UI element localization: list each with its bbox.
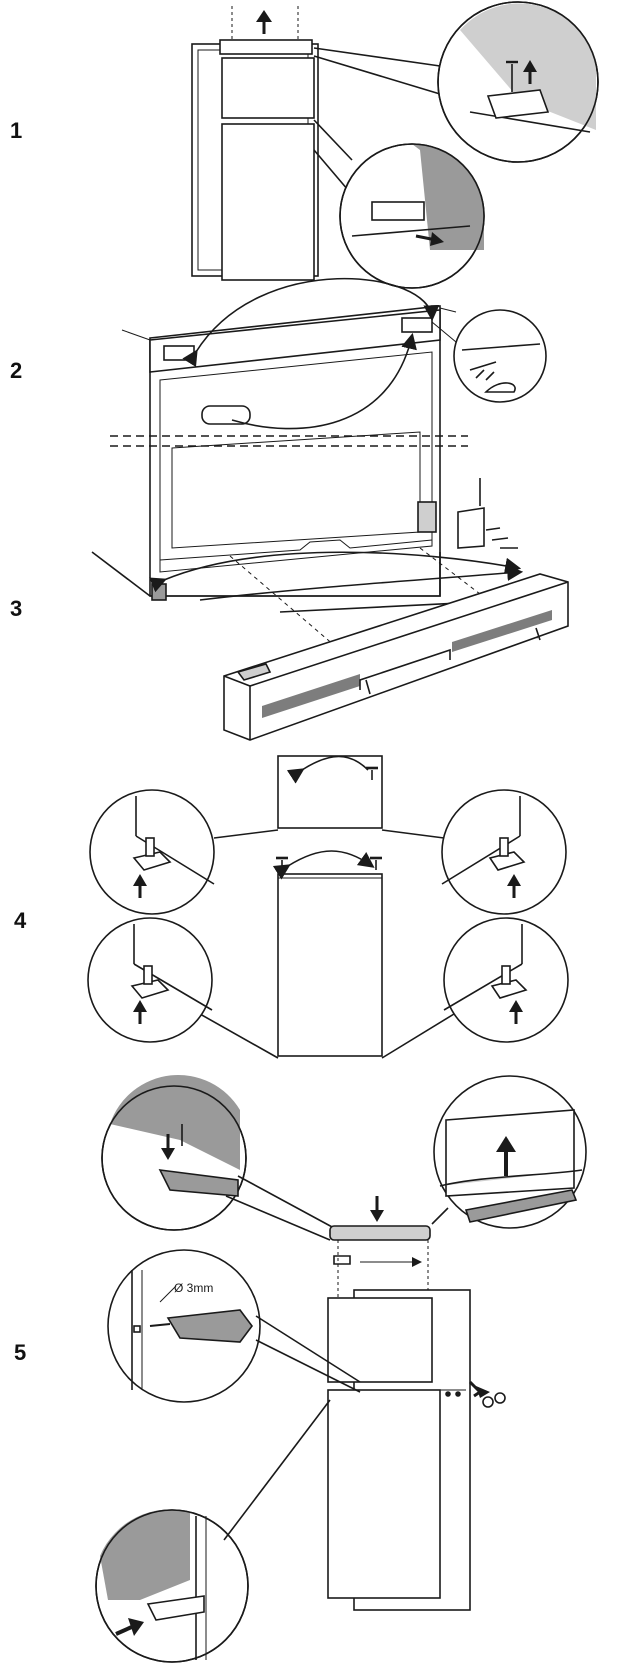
screw-icon bbox=[276, 856, 382, 870]
step-number-4: 4 bbox=[14, 908, 27, 933]
drill-size-label: Ø 3mm bbox=[174, 1281, 213, 1295]
step-number-3: 3 bbox=[10, 596, 23, 621]
arrow-up-icon bbox=[133, 1000, 147, 1024]
screw-icon bbox=[506, 60, 518, 92]
arrow-up-icon bbox=[523, 60, 537, 84]
step-5-figure: Ø 3mm bbox=[95, 1074, 587, 1663]
step-2-3-figure bbox=[91, 277, 569, 741]
detail-circle-5-bottom bbox=[95, 1509, 249, 1663]
detail-circle-drill bbox=[107, 1249, 261, 1403]
arrow-right-icon bbox=[468, 1380, 490, 1398]
step-number-5: 5 bbox=[14, 1340, 27, 1365]
detail-circle-top-hinge bbox=[437, 1, 599, 163]
screw-icon bbox=[475, 369, 495, 381]
step-number-1: 1 bbox=[10, 118, 23, 143]
arrow-up-icon bbox=[507, 874, 521, 898]
arrow-right-icon bbox=[415, 232, 444, 246]
detail-circle-handle bbox=[453, 309, 547, 403]
arrow-right-icon bbox=[115, 1618, 144, 1636]
detail-circle-5-top-right bbox=[433, 1075, 587, 1229]
kickplate bbox=[223, 573, 569, 741]
step-number-2: 2 bbox=[10, 358, 23, 383]
arrow-down-icon bbox=[370, 1196, 384, 1222]
detail-circle-4b bbox=[441, 789, 567, 915]
step-1-figure bbox=[191, 1, 599, 289]
screw-icon bbox=[485, 527, 518, 549]
detail-circle-bottom-hinge bbox=[339, 143, 485, 289]
detail-circle-4a bbox=[89, 789, 215, 915]
detail-circle-5-top-left bbox=[101, 1074, 247, 1231]
step-4-figure bbox=[87, 755, 569, 1059]
arrow-down-icon bbox=[161, 1134, 175, 1160]
arrow-up-icon bbox=[509, 1000, 523, 1024]
detail-circle-4c bbox=[87, 917, 213, 1043]
arrow-up-icon bbox=[256, 10, 272, 34]
arrow-up-icon bbox=[133, 874, 147, 898]
hinge-icon bbox=[457, 478, 485, 549]
arrow-up-icon bbox=[496, 1136, 516, 1176]
screw-icon bbox=[366, 766, 378, 780]
screw-icon bbox=[365, 627, 541, 695]
detail-circle-4d bbox=[443, 917, 569, 1043]
drill-icon bbox=[149, 1309, 253, 1343]
